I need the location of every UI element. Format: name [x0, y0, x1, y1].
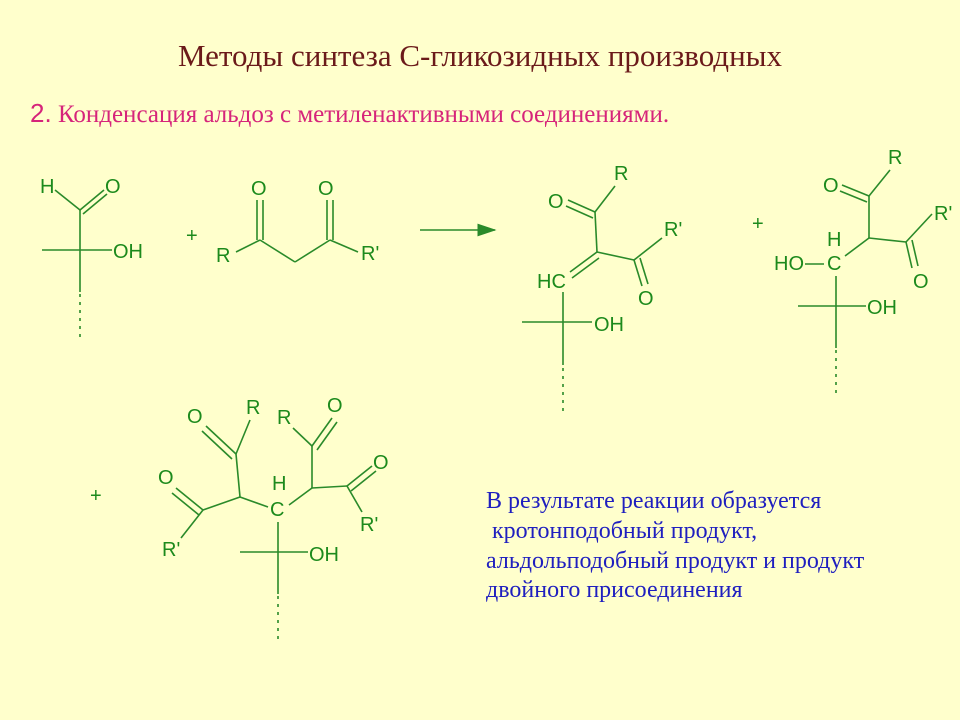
conclusion-line: двойного присоединения: [486, 577, 743, 604]
atom-r: R: [614, 163, 628, 185]
atom-o: O: [327, 395, 343, 417]
aldose-structure: H O OH: [40, 176, 143, 340]
atom-r-prime: R': [664, 219, 682, 241]
conclusion-line: кротонподобный продукт,: [486, 517, 758, 544]
atom-o: O: [823, 175, 839, 197]
atom-oh: OH: [867, 297, 897, 319]
atom-oh: OH: [594, 314, 624, 336]
double-addition-product: R O O R' H C R O O R: [158, 395, 389, 642]
atom-o: O: [638, 288, 654, 310]
atom-h: H: [827, 229, 841, 251]
slide-subtitle: 2. Конденсация альдоз с метиленактивными…: [30, 98, 669, 129]
atom-h: H: [272, 473, 286, 495]
atom-o: O: [373, 452, 389, 474]
plus-sign-1: +: [186, 225, 198, 247]
croton-product: R O R' O HC OH: [522, 163, 682, 412]
atom-h: H: [40, 176, 54, 198]
atom-o: O: [187, 406, 203, 428]
atom-o: O: [158, 467, 174, 489]
atom-hc: HC: [537, 271, 566, 293]
atom-o: O: [913, 271, 929, 293]
conclusion-text: В результате реакции образуется кротонпо…: [486, 487, 864, 606]
conclusion-line: альдольподобный продукт и продукт: [486, 547, 865, 574]
atom-r-prime: R': [162, 539, 180, 561]
atom-o: O: [105, 176, 121, 198]
atom-r: R: [277, 407, 291, 429]
atom-c: C: [827, 253, 841, 275]
plus-sign-3: +: [90, 485, 102, 507]
methylene-active-compound: O O R R': [216, 178, 379, 267]
atom-r-prime: R': [360, 514, 378, 536]
aldol-product: R O R' O H HO C OH: [774, 147, 952, 395]
atom-o: O: [251, 178, 267, 200]
atom-ho: HO: [774, 253, 804, 275]
atom-o: O: [548, 191, 564, 213]
atom-oh: OH: [309, 544, 339, 566]
atom-r-prime: R': [934, 203, 952, 225]
atom-r: R: [216, 245, 230, 267]
atom-r: R: [246, 397, 260, 419]
slide-title: Методы синтеза С-гликозидных производных: [177, 38, 782, 73]
atom-r: R: [888, 147, 902, 169]
atom-c: C: [270, 499, 284, 521]
atom-o: O: [318, 178, 334, 200]
conclusion-line: В результате реакции образуется: [486, 488, 822, 514]
atom-r-prime: R': [361, 243, 379, 265]
atom-oh: OH: [113, 241, 143, 263]
subtitle-text: Конденсация альдоз с метиленактивными со…: [51, 101, 670, 128]
plus-sign-2: +: [752, 213, 764, 235]
subtitle-number: 2.: [30, 98, 52, 128]
